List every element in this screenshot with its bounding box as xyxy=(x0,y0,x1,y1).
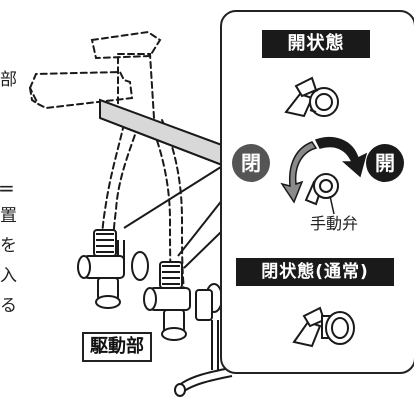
manual-valve-leader xyxy=(329,196,335,215)
edge-dash: = xyxy=(0,176,15,200)
edge-text-fragment: を xyxy=(0,236,17,256)
edge-text-fragment: 置 xyxy=(0,206,17,226)
lever-outline xyxy=(90,30,162,60)
rotation-arrows-icon xyxy=(280,137,368,206)
valve-open-icon xyxy=(284,76,339,118)
valve-assembly-right xyxy=(143,261,213,341)
spout-outline xyxy=(28,70,134,110)
valve-assembly-left xyxy=(77,229,125,309)
edge-text-fragment: 入 xyxy=(0,266,17,286)
open-state-label: 開状態 xyxy=(262,30,370,58)
close-badge: 閉 xyxy=(232,144,270,182)
edge-text-fragment: る xyxy=(0,296,17,316)
open-badge: 開 xyxy=(366,144,404,182)
countertop xyxy=(99,98,231,170)
hose-left xyxy=(100,123,125,276)
valve-closed-icon xyxy=(292,306,355,348)
closed-state-label: 閉状態(通常) xyxy=(236,258,394,286)
drive-unit-label: 駆動部 xyxy=(82,332,152,362)
edge-text-fragment: 部 xyxy=(0,70,17,90)
manual-valve-caption: 手動弁 xyxy=(310,214,359,233)
